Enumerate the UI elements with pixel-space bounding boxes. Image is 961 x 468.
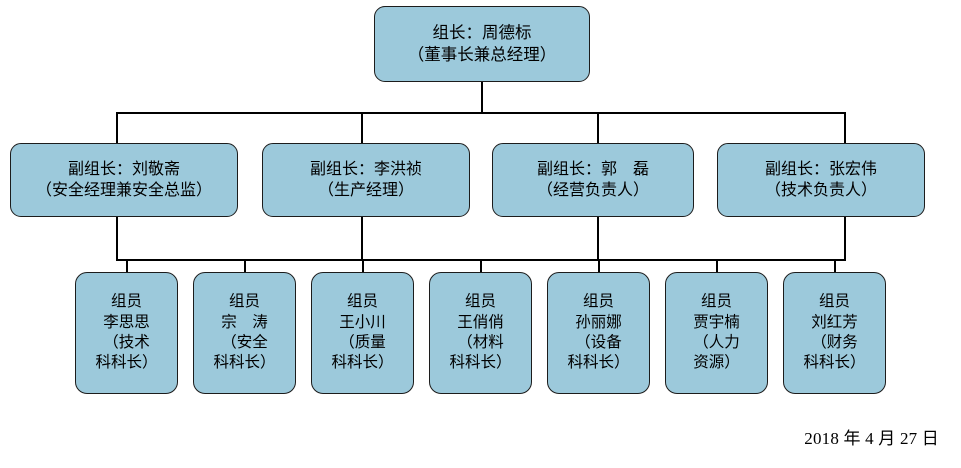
node-member-6[interactable]: 组员 贾宇楠 （人力 资源） xyxy=(665,272,768,394)
node-member-2-line-4: 科科长） xyxy=(213,354,276,372)
node-member-2-line-2: 宗 涛 xyxy=(221,313,268,331)
node-member-1[interactable]: 组员 李思思 （技术 科科长） xyxy=(75,272,178,394)
connector-bus-level1 xyxy=(116,112,846,114)
node-member-5-line-3: （设备 xyxy=(575,334,622,351)
node-deputy-leader-2[interactable]: 副组长：李洪祯 （生产经理） xyxy=(262,143,470,217)
node-member-7-line-1: 组员 xyxy=(818,293,850,311)
node-member-7-line-3: （财务 xyxy=(811,334,858,351)
connector-riser-deputy-3 xyxy=(597,216,599,261)
node-member-4[interactable]: 组员 王俏俏 （材料 科科长） xyxy=(429,272,532,394)
node-group-leader-line-2: （董事长兼总经理） xyxy=(407,45,557,64)
node-member-3[interactable]: 组员 王小川 （质量 科科长） xyxy=(311,272,414,394)
connector-root-stem xyxy=(481,82,483,114)
node-member-5-line-2: 孙丽娜 xyxy=(575,313,622,331)
node-member-7[interactable]: 组员 刘红芳 （财务 科科长） xyxy=(783,272,886,394)
node-member-4-line-1: 组员 xyxy=(464,293,496,311)
connector-riser-deputy-2 xyxy=(361,216,363,261)
connector-drop-deputy-3 xyxy=(597,112,599,144)
node-deputy-leader-3-line-2: （经营负责人） xyxy=(536,182,649,199)
node-member-6-line-4: 资源） xyxy=(693,354,740,372)
node-member-3-line-3: （质量 xyxy=(339,334,386,351)
node-member-1-line-3: （技术 xyxy=(103,334,150,351)
node-member-5-line-4: 科科长） xyxy=(567,354,630,372)
connector-drop-deputy-4 xyxy=(844,112,846,144)
node-member-3-line-2: 王小川 xyxy=(339,313,386,331)
node-member-4-line-2: 王俏俏 xyxy=(457,313,504,331)
node-member-6-line-3: （人力 xyxy=(693,334,740,351)
node-deputy-leader-2-line-2: （生产经理） xyxy=(317,182,414,199)
connector-drop-member-5 xyxy=(598,259,600,273)
node-deputy-leader-3[interactable]: 副组长：郭 磊 （经营负责人） xyxy=(492,143,694,217)
node-deputy-leader-3-line-1: 副组长：郭 磊 xyxy=(536,160,649,178)
node-member-5-line-1: 组员 xyxy=(582,293,614,311)
connector-drop-member-2 xyxy=(244,259,246,273)
node-deputy-leader-2-line-1: 副组长：李洪祯 xyxy=(309,160,422,178)
node-member-7-line-4: 科科长） xyxy=(803,354,866,372)
node-group-leader[interactable]: 组长：周德标 （董事长兼总经理） xyxy=(374,6,590,82)
connector-riser-deputy-4 xyxy=(844,216,846,261)
node-member-4-line-4: 科科长） xyxy=(449,354,512,372)
node-member-7-line-2: 刘红芳 xyxy=(811,313,858,331)
node-member-1-line-4: 科科长） xyxy=(95,354,158,372)
node-deputy-leader-4[interactable]: 副组长：张宏伟 （技术负责人） xyxy=(717,143,925,217)
node-deputy-leader-4-line-1: 副组长：张宏伟 xyxy=(764,160,877,178)
node-member-2[interactable]: 组员 宗 涛 （安全 科科长） xyxy=(193,272,296,394)
node-member-3-line-4: 科科长） xyxy=(331,354,394,372)
connector-drop-member-7 xyxy=(834,259,836,273)
node-member-3-line-1: 组员 xyxy=(346,293,378,311)
connector-drop-member-1 xyxy=(126,259,128,273)
connector-drop-member-4 xyxy=(480,259,482,273)
connector-drop-deputy-1 xyxy=(116,112,118,144)
node-member-2-line-3: （安全 xyxy=(221,334,268,351)
node-member-4-line-3: （材料 xyxy=(457,334,504,351)
connector-drop-member-3 xyxy=(362,259,364,273)
node-member-1-line-2: 李思思 xyxy=(103,313,150,331)
node-member-6-line-2: 贾宇楠 xyxy=(693,313,740,331)
node-member-5[interactable]: 组员 孙丽娜 （设备 科科长） xyxy=(547,272,650,394)
node-deputy-leader-1[interactable]: 副组长：刘敬斋 （安全经理兼安全总监） xyxy=(10,143,238,217)
node-deputy-leader-1-line-2: （安全经理兼安全总监） xyxy=(35,182,212,199)
connector-drop-deputy-2 xyxy=(361,112,363,144)
date-stamp: 2018 年 4 月 27 日 xyxy=(804,429,939,448)
node-group-leader-line-1: 组长：周德标 xyxy=(432,23,532,43)
connector-riser-deputy-1 xyxy=(116,216,118,261)
node-deputy-leader-4-line-2: （技术负责人） xyxy=(764,182,877,199)
node-deputy-leader-1-line-1: 副组长：刘敬斋 xyxy=(67,160,180,178)
node-member-2-line-1: 组员 xyxy=(228,293,260,311)
node-member-6-line-1: 组员 xyxy=(700,293,732,311)
connector-drop-member-6 xyxy=(716,259,718,273)
node-member-1-line-1: 组员 xyxy=(110,293,142,311)
